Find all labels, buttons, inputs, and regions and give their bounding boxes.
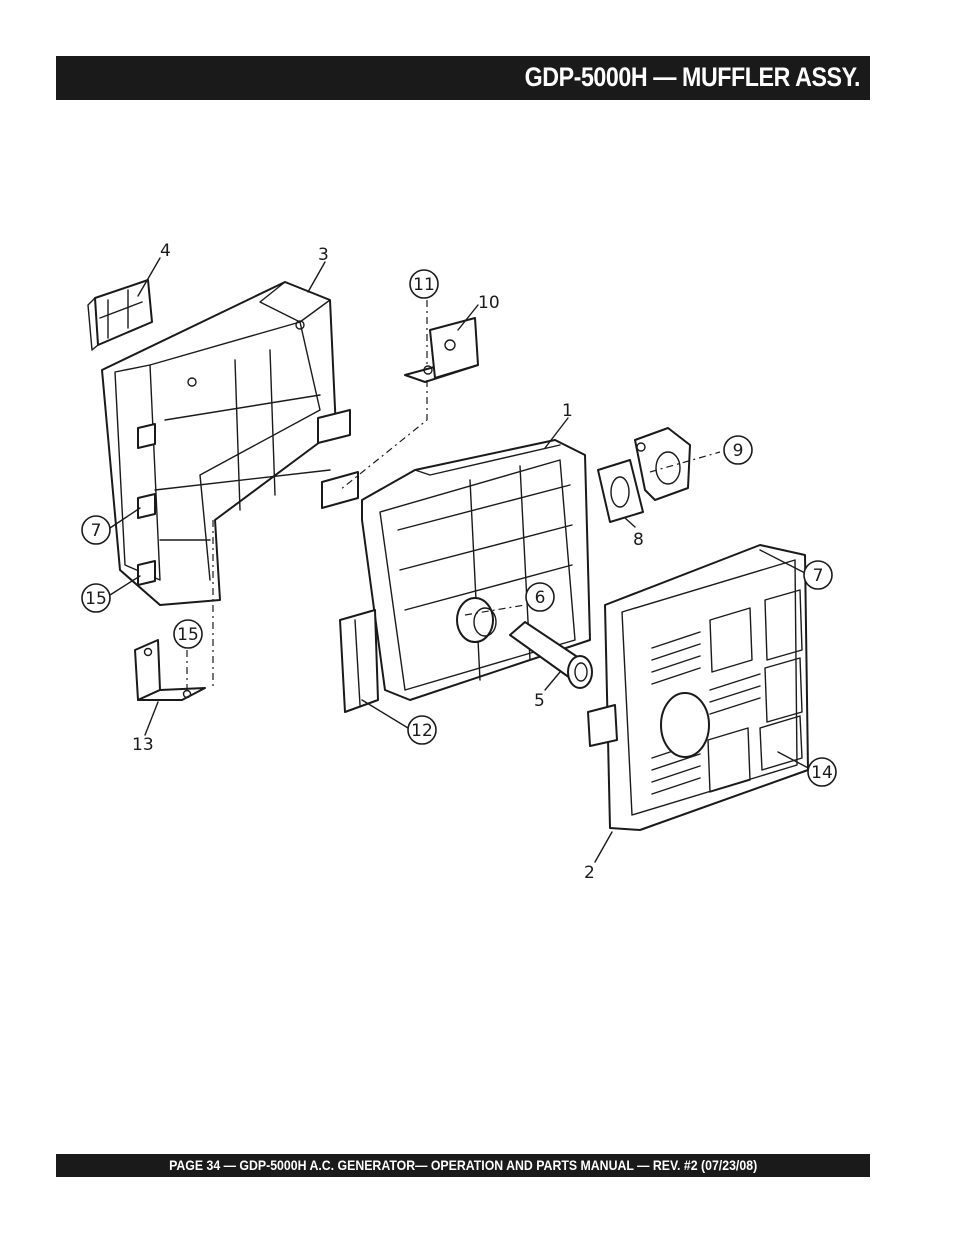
callout-10: 10: [478, 293, 500, 313]
assembly-line: [649, 451, 721, 473]
callout-9: 9: [733, 441, 744, 461]
leader-line: [307, 261, 326, 293]
callout-15b-circle: [173, 619, 203, 649]
callout-2: 2: [584, 863, 595, 883]
callout-11-circle: [409, 269, 439, 299]
leader-line: [109, 507, 141, 529]
callout-15a-circle: [81, 583, 111, 613]
leader-line: [544, 671, 561, 691]
callout-1: 1: [562, 401, 573, 421]
part-1-muffler: [339, 439, 591, 713]
callout-15a: 15: [85, 589, 107, 609]
callout-14-circle: [807, 757, 837, 787]
leader-line: [759, 549, 806, 574]
part-9-flange: [634, 427, 691, 501]
leader-line: [624, 517, 636, 528]
callout-7a-circle: [81, 515, 111, 545]
callout-7b-circle: [803, 560, 833, 590]
leader-line: [777, 751, 813, 771]
callout-3: 3: [318, 245, 329, 265]
callout-13: 13: [132, 735, 154, 755]
part-10-bracket: [404, 317, 479, 383]
part-3-muffler-cover: [101, 281, 359, 606]
page-title: GDP-5000H — MUFFLER ASSY.: [524, 62, 861, 92]
leader-line: [544, 417, 569, 449]
part-13-bracket: [134, 639, 206, 701]
leader-line: [137, 257, 161, 297]
part-5-tail-pipe: [509, 621, 593, 689]
part-4-cover-plate: [87, 279, 153, 351]
callout-11: 11: [413, 275, 435, 295]
callout-12: 12: [411, 721, 433, 741]
callout-9-circle: [723, 435, 753, 465]
leader-line: [594, 831, 613, 863]
callout-12-circle: [407, 715, 437, 745]
footer-bar: PAGE 34 — GDP-5000H A.C. GENERATOR— OPER…: [56, 1154, 870, 1177]
callout-6-circle: [525, 582, 555, 612]
leader-line: [457, 304, 479, 331]
header-bar: GDP-5000H — MUFFLER ASSY.: [56, 56, 870, 100]
callout-14: 14: [811, 763, 833, 783]
callout-8: 8: [633, 530, 644, 550]
part-2-front-cover: [587, 544, 809, 831]
assembly-line: [339, 380, 428, 491]
leader-line: [361, 699, 409, 729]
callout-6: 6: [535, 588, 546, 608]
callout-7b: 7: [813, 566, 824, 586]
callout-4: 4: [160, 241, 171, 261]
callout-7a: 7: [91, 521, 102, 541]
footer-text: PAGE 34 — GDP-5000H A.C. GENERATOR— OPER…: [168, 1157, 758, 1173]
callout-5: 5: [534, 691, 545, 711]
part-8-gasket: [597, 459, 644, 523]
leader-line: [109, 575, 141, 596]
leader-line: [144, 701, 159, 736]
callout-15b: 15: [177, 625, 199, 645]
